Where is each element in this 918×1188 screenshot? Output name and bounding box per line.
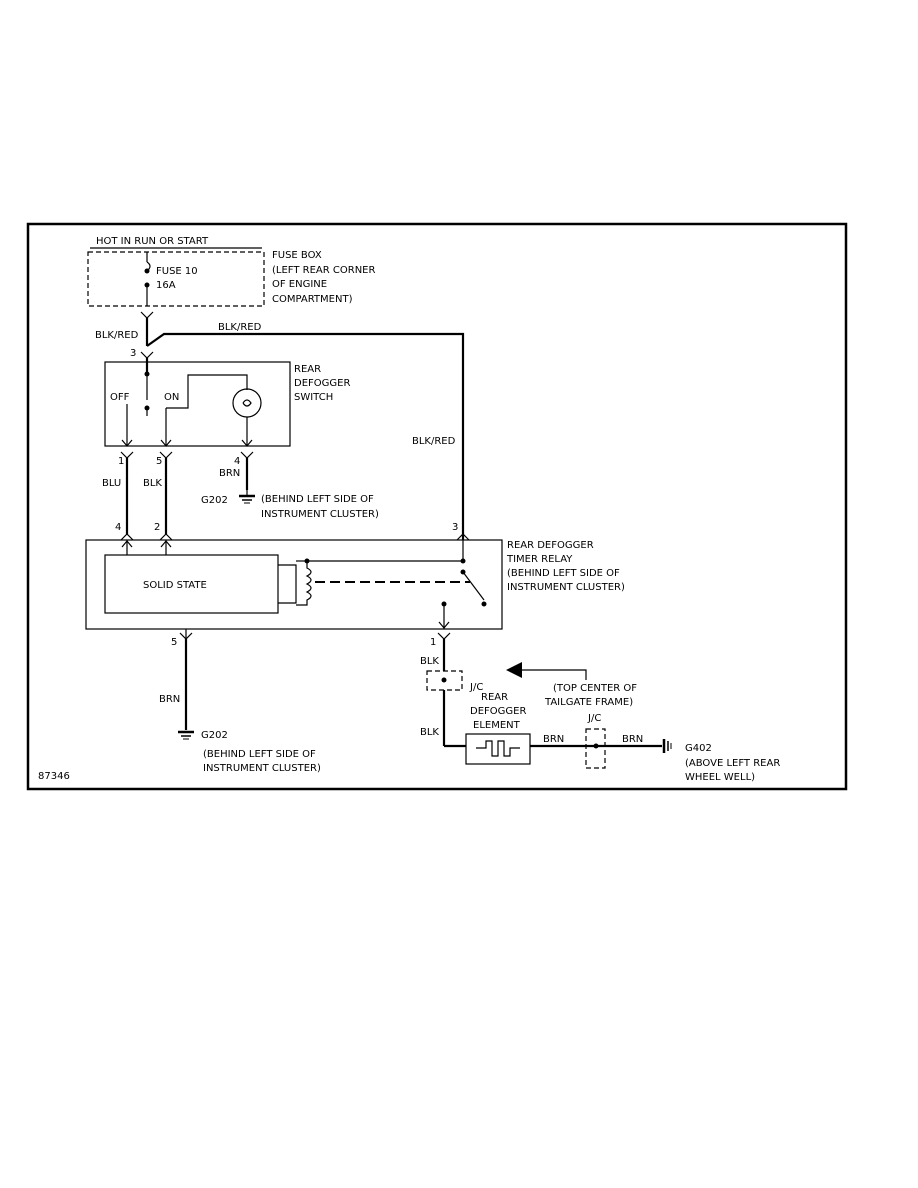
wire-color-blk-lower: BLK [420, 727, 439, 738]
relay-pin-1: 1 [430, 637, 436, 648]
relay-coil-icon [278, 558, 312, 606]
switch-box [104, 361, 291, 447]
ground-g202-lower-name: G202 [201, 730, 228, 741]
junction-lower-outline [585, 728, 606, 769]
fuse-rating: 16A [156, 280, 176, 291]
ground-g202-upper-loc-2: INSTRUMENT CLUSTER) [261, 509, 379, 520]
wire-color-brn-relay: BRN [159, 694, 180, 705]
switch-pin-4: 4 [234, 456, 240, 467]
ground-g402-icon [662, 739, 672, 753]
relay-box [85, 539, 503, 630]
ground-g402-loc-1: (ABOVE LEFT REAR [685, 758, 780, 769]
wire-color-brn-switch: BRN [219, 468, 240, 479]
switch-title-3: SWITCH [294, 392, 333, 403]
indicator-lamp-icon [232, 388, 262, 418]
defogger-element-box [465, 733, 531, 765]
switch-on-label: ON [164, 392, 179, 403]
solid-state-module [104, 554, 279, 614]
blk-red-wire [146, 332, 465, 540]
switch-contacts [144, 358, 150, 416]
switch-title-1: REAR [294, 364, 321, 375]
relay-pin-2: 2 [154, 522, 160, 533]
ground-g202-lower-icon [178, 730, 194, 740]
solid-state-label: SOLID STATE [143, 580, 207, 591]
wire-color-blk-upper: BLK [420, 656, 439, 667]
hot-label: HOT IN RUN OR START [96, 236, 209, 247]
switch-connector-icon [140, 351, 154, 359]
relay-pin-5: 5 [171, 637, 177, 648]
relay-title-1: REAR DEFOGGER [507, 540, 594, 551]
relay-pin-3: 3 [452, 522, 458, 533]
fuse-box-label-2: (LEFT REAR CORNER [272, 265, 375, 276]
tailgate-note-1: (TOP CENTER OF [553, 683, 637, 694]
fuse-name: FUSE 10 [156, 266, 198, 277]
relay-title-3: (BEHIND LEFT SIDE OF [507, 568, 620, 579]
ground-g202-lower-loc-2: INSTRUMENT CLUSTER) [203, 763, 321, 774]
relay-title-4: INSTRUMENT CLUSTER) [507, 582, 625, 593]
wire-color-brn-element: BRN [543, 734, 564, 745]
relay-title-2: TIMER RELAY [506, 554, 573, 565]
pointer-arrow-icon [506, 662, 522, 678]
diagram-frame [26, 222, 848, 791]
relay-pin-4: 4 [115, 522, 121, 533]
ground-g202-upper-name: G202 [201, 495, 228, 506]
ground-g402-name: G402 [685, 743, 712, 754]
element-label-2: DEFOGGER [470, 706, 526, 717]
fuse-box-label-3: OF ENGINE [272, 279, 327, 290]
switch-pin-5: 5 [156, 456, 162, 467]
switch-pin-3: 3 [130, 348, 136, 359]
wire-color-blk-red-top: BLK/RED [218, 322, 262, 333]
switch-pin-1: 1 [118, 456, 124, 467]
ground-g202-upper-loc-1: (BEHIND LEFT SIDE OF [261, 494, 374, 505]
fuse-box-label-4: COMPARTMENT) [272, 294, 353, 305]
tailgate-note-2: TAILGATE FRAME) [544, 697, 633, 708]
fuse-connector-icon [140, 311, 154, 319]
element-label-1: REAR [481, 692, 508, 703]
switch-title-2: DEFOGGER [294, 378, 350, 389]
wire-color-brn-ground: BRN [622, 734, 643, 745]
element-label-3: ELEMENT [473, 720, 521, 731]
junction-upper-label: J/C [469, 682, 483, 693]
wire-color-blu: BLU [102, 478, 121, 489]
wire-color-blk-red-left: BLK/RED [95, 330, 139, 341]
fuse-box-label-1: FUSE BOX [272, 250, 322, 261]
ground-g202-lower-loc-1: (BEHIND LEFT SIDE OF [203, 749, 316, 760]
switch-off-label: OFF [110, 392, 130, 403]
fuse-box-outline [87, 251, 265, 307]
junction-lower-label: J/C [587, 713, 601, 724]
fuse-icon [144, 252, 151, 306]
wire-color-blk-pin5: BLK [143, 478, 162, 489]
junction-upper-outline [426, 670, 463, 691]
figure-id: 87346 [38, 771, 70, 782]
ground-g402-loc-2: WHEEL WELL) [685, 772, 755, 783]
relay-contact-icon [438, 540, 487, 629]
heater-grid-icon [476, 740, 520, 757]
ground-g202-upper-icon [239, 490, 255, 504]
wire-color-blk-red-right: BLK/RED [412, 436, 456, 447]
